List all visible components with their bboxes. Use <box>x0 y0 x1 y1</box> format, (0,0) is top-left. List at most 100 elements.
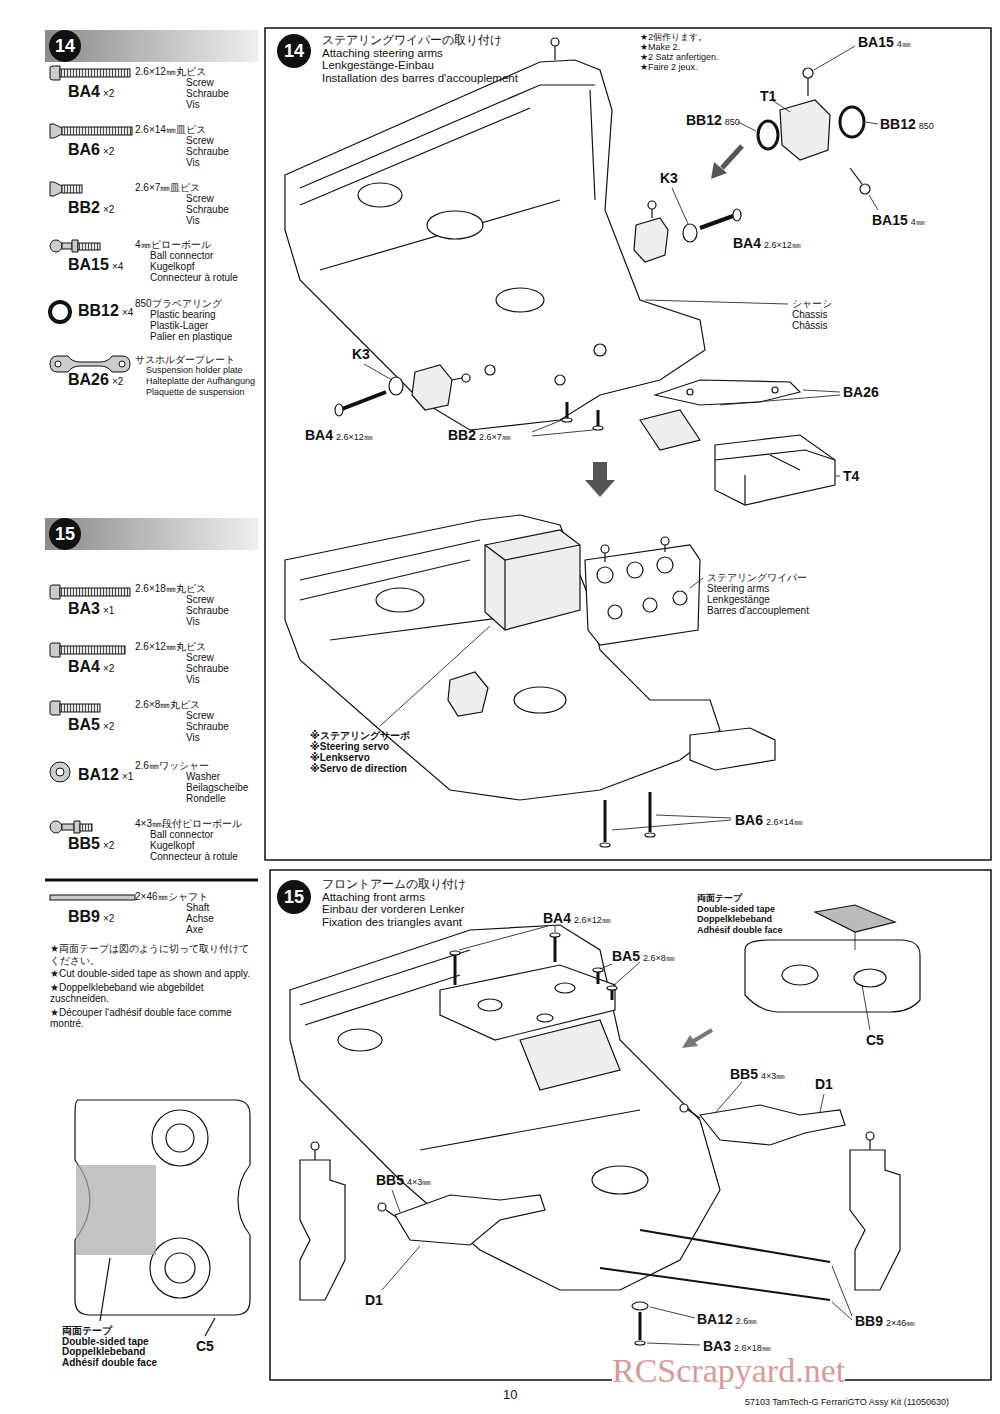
part-name: Screw <box>186 710 214 722</box>
note: ★Faire 2 jeux. <box>640 62 698 72</box>
part-name: Vis <box>186 157 200 169</box>
part-name: Schraube <box>186 605 229 617</box>
part-code: BA5 <box>68 716 100 734</box>
step-number-text: 14 <box>284 42 304 60</box>
part-name: Ball connector <box>150 250 213 262</box>
tape-diagram <box>75 1100 250 1336</box>
part-name: Screw <box>186 193 214 205</box>
callout-code: BA4 <box>543 910 571 926</box>
part-label: ※Servo de direction <box>310 763 407 775</box>
part-name-jp: サスホルダープレート <box>135 354 235 366</box>
part-name: Kugelkopf <box>150 261 194 273</box>
part-name: Axe <box>186 924 203 936</box>
part-count: ×2 <box>103 204 114 216</box>
note: ★2 Satz anfertigen. <box>640 52 719 62</box>
part-name: Vis <box>186 616 200 628</box>
watermark: RCScrapyard.net <box>612 1354 845 1388</box>
part-name: Vis <box>186 215 200 227</box>
part-name: Beilagscheibe <box>186 782 248 794</box>
step-number-text: 14 <box>55 37 75 55</box>
part-label: Doppelklebeband <box>62 1346 145 1358</box>
part-name: Screw <box>186 135 214 147</box>
part-code: BB2 <box>68 199 100 217</box>
note: ★Make 2. <box>640 42 680 52</box>
callout-code: BB5 <box>730 1066 758 1082</box>
part-icons <box>50 66 135 900</box>
callout-size: 2×46㎜ <box>886 1318 915 1328</box>
part-name-jp: 2.6×18㎜丸ビス <box>135 583 206 595</box>
callout-size: 4×3㎜ <box>761 1071 785 1081</box>
part-code: T1 <box>760 88 776 104</box>
part-name-jp: 850プラベアリング <box>135 298 222 310</box>
note: ★Découper l'adhésif double face comme mo… <box>50 1007 258 1030</box>
callout-size: 2.6×12㎜ <box>574 915 611 925</box>
callout-size: 2.6×12㎜ <box>764 240 801 250</box>
part-code: BB5 <box>68 835 100 853</box>
step-number: 14 <box>277 34 311 68</box>
step-title: ステアリングワイパーの取り付け <box>322 34 502 47</box>
part-label: Double-sided tape <box>62 1336 149 1348</box>
step-number-text: 15 <box>284 888 304 906</box>
part-name-jp: 2.6㎜ワッシャー <box>135 760 209 772</box>
part-name: Plastic bearing <box>150 309 216 321</box>
part-code: K3 <box>660 170 678 186</box>
part-name: Vis <box>186 732 200 744</box>
part-count: ×4 <box>112 261 123 273</box>
callout-code: BA4 <box>305 427 333 443</box>
part-label: ステアリングワイパー <box>707 572 807 584</box>
part-label: Barres d'accouplement <box>707 605 809 617</box>
part-name: Connecteur à rotule <box>150 851 238 863</box>
callout-code: BA12 <box>697 1311 733 1327</box>
part-code: BB9 <box>68 908 100 926</box>
part-label: 両面テープ <box>697 893 742 903</box>
callout-size: 2.6×7㎜ <box>479 432 511 442</box>
part-label: Chassis <box>792 309 828 321</box>
part-label: 両面テープ <box>62 1325 112 1337</box>
part-count: ×2 <box>103 913 114 925</box>
callout-code: BA15 <box>872 212 908 228</box>
callout-size: 4㎜ <box>911 217 925 227</box>
part-code: BA3 <box>68 600 100 618</box>
step-number: 15 <box>277 880 311 914</box>
step-number: 14 <box>49 30 81 62</box>
part-count: ×2 <box>103 721 114 733</box>
part-name: Washer <box>186 771 220 783</box>
callout-code: BA3 <box>703 1338 731 1354</box>
footer-text: 57103 TamTech-G FerrariGTO Assy Kit (110… <box>745 1397 949 1407</box>
step-title: フロントアームの取り付け <box>322 878 466 891</box>
step-title: Fixation des triangles avant <box>322 916 462 929</box>
part-code: D1 <box>815 1076 833 1092</box>
part-name: Shaft <box>186 902 209 914</box>
part-label: ※Steering servo <box>310 741 389 753</box>
part-label: Adhésif double face <box>62 1357 157 1369</box>
step-title: Lenkgestänge-Einbau <box>322 59 434 72</box>
part-name: Screw <box>186 594 214 606</box>
callout-code: BB9 <box>855 1313 883 1329</box>
part-code: BA26 <box>68 371 109 389</box>
part-name: Schraube <box>186 721 229 733</box>
part-name: Vis <box>186 674 200 686</box>
part-code: K3 <box>352 346 370 362</box>
step15-view <box>290 905 920 1345</box>
part-name: Palier en plastique <box>150 331 232 343</box>
part-label: ※Lenkservo <box>310 752 370 764</box>
part-code: D1 <box>365 1292 383 1308</box>
callout-code: BB12 <box>880 116 916 132</box>
part-name: Achse <box>186 913 214 925</box>
part-label: Lenkgestänge <box>707 594 770 606</box>
part-code: C5 <box>866 1032 884 1048</box>
part-code: BB12 <box>78 302 119 320</box>
part-name: Halteplatte der Aufhängung <box>146 376 255 386</box>
part-label: Double-sided tape <box>697 904 775 914</box>
part-name-jp: 2.6×14㎜皿ビス <box>135 124 206 136</box>
part-name: Ball connector <box>150 829 213 841</box>
part-label: シャーシ <box>792 298 832 310</box>
note: ★2個作ります。 <box>640 32 707 42</box>
part-count: ×1 <box>103 605 114 617</box>
part-count: ×2 <box>112 376 123 388</box>
callout-code: BA4 <box>733 235 761 251</box>
part-code: T4 <box>843 468 859 484</box>
part-name: Screw <box>186 652 214 664</box>
part-label: ※ステアリングサーボ <box>310 730 410 742</box>
part-code: BA6 <box>68 141 100 159</box>
